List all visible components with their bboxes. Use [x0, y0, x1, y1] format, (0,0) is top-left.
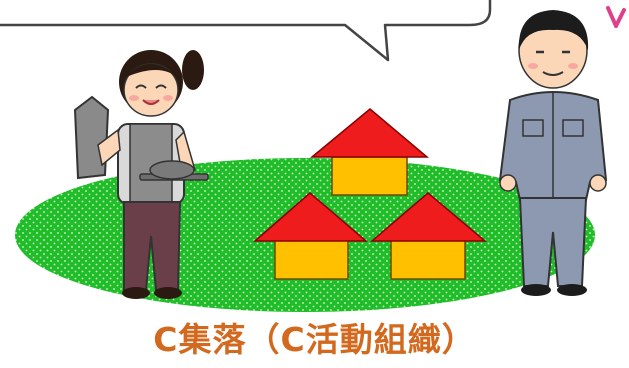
emphasis-mark-icon	[606, 6, 626, 28]
woman-plasterer-icon	[73, 50, 209, 299]
man-worker-icon	[498, 10, 608, 296]
speech-bubble-icon	[0, 0, 492, 62]
village-caption: C集落（C活動組織）	[153, 320, 476, 359]
house-icon	[253, 192, 369, 280]
house-icon	[369, 192, 488, 280]
house-icon	[309, 108, 430, 196]
